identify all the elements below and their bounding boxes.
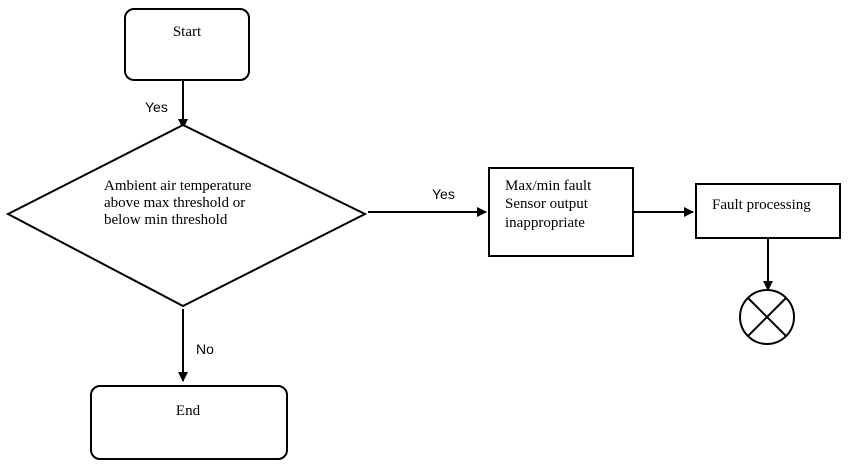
edge-label-decision-end: No xyxy=(196,341,214,357)
decision-line-2: above max threshold or xyxy=(104,195,245,211)
fault-line-2: Sensor output xyxy=(505,196,589,212)
processing-label: Fault processing xyxy=(712,197,811,213)
fault-line-1: Max/min fault xyxy=(505,178,592,194)
processing-node: Fault processing xyxy=(695,183,841,239)
start-node: Start xyxy=(124,8,250,81)
decision-line-1: Ambient air temperature xyxy=(104,178,252,194)
edge-label-start-decision: Yes xyxy=(145,99,168,115)
end-node: End xyxy=(90,385,288,460)
fault-line-3: inappropriate xyxy=(505,215,585,231)
decision-line-3: below min threshold xyxy=(104,212,228,228)
decision-node: Ambient air temperature above max thresh… xyxy=(5,123,368,308)
end-label: End xyxy=(176,403,201,419)
start-label: Start xyxy=(173,24,202,40)
x-circle-icon xyxy=(739,289,795,345)
edge-label-decision-fault: Yes xyxy=(432,186,455,202)
fault-node: Max/min fault Sensor output inappropriat… xyxy=(488,167,634,257)
